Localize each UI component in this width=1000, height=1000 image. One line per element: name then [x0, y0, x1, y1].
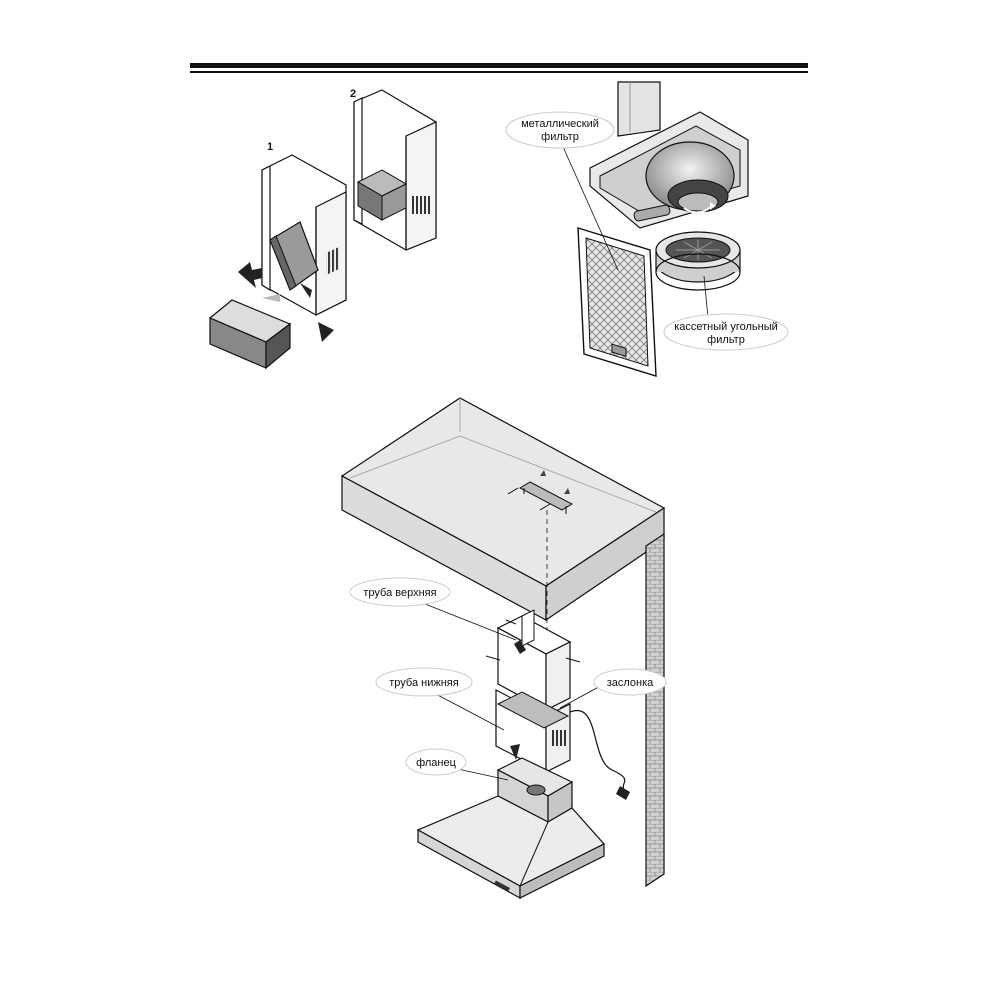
label-lower-pipe: труба нижняя	[389, 677, 458, 689]
brick-wall	[645, 532, 665, 888]
step-number-1: 1	[267, 141, 273, 153]
callout-upper-pipe: труба верхняя	[349, 577, 451, 607]
callout-flange: фланец	[405, 748, 467, 776]
label-upper-pipe: труба верхняя	[363, 587, 436, 599]
label-carbon-filter-line1: кассетный угольный	[674, 321, 778, 333]
ceiling-block	[340, 397, 666, 622]
label-flange: фланец	[416, 757, 457, 769]
label-carbon-filter-line2: фильтр	[707, 334, 745, 346]
callout-damper: заслонка	[593, 668, 667, 696]
hood	[416, 757, 605, 900]
header-rule	[190, 63, 808, 73]
step-number-2: 2	[350, 88, 356, 100]
filters-illustration	[559, 81, 749, 377]
lower-pipe	[495, 689, 571, 773]
step-1-illustration: 1	[208, 141, 347, 370]
callout-lower-pipe: труба нижняя	[375, 667, 473, 697]
upper-pipe	[485, 609, 581, 712]
callout-carbon-filter: кассетный угольный фильтр	[663, 313, 789, 351]
ceiling-bracket	[507, 470, 574, 660]
label-damper: заслонка	[607, 677, 654, 689]
label-metal-filter-line2: фильтр	[541, 131, 579, 143]
step-2-illustration: 2	[350, 88, 437, 251]
callout-metal-filter: металлический фильтр	[505, 111, 615, 149]
power-cord	[569, 709, 630, 800]
label-metal-filter-line1: металлический	[521, 118, 599, 130]
